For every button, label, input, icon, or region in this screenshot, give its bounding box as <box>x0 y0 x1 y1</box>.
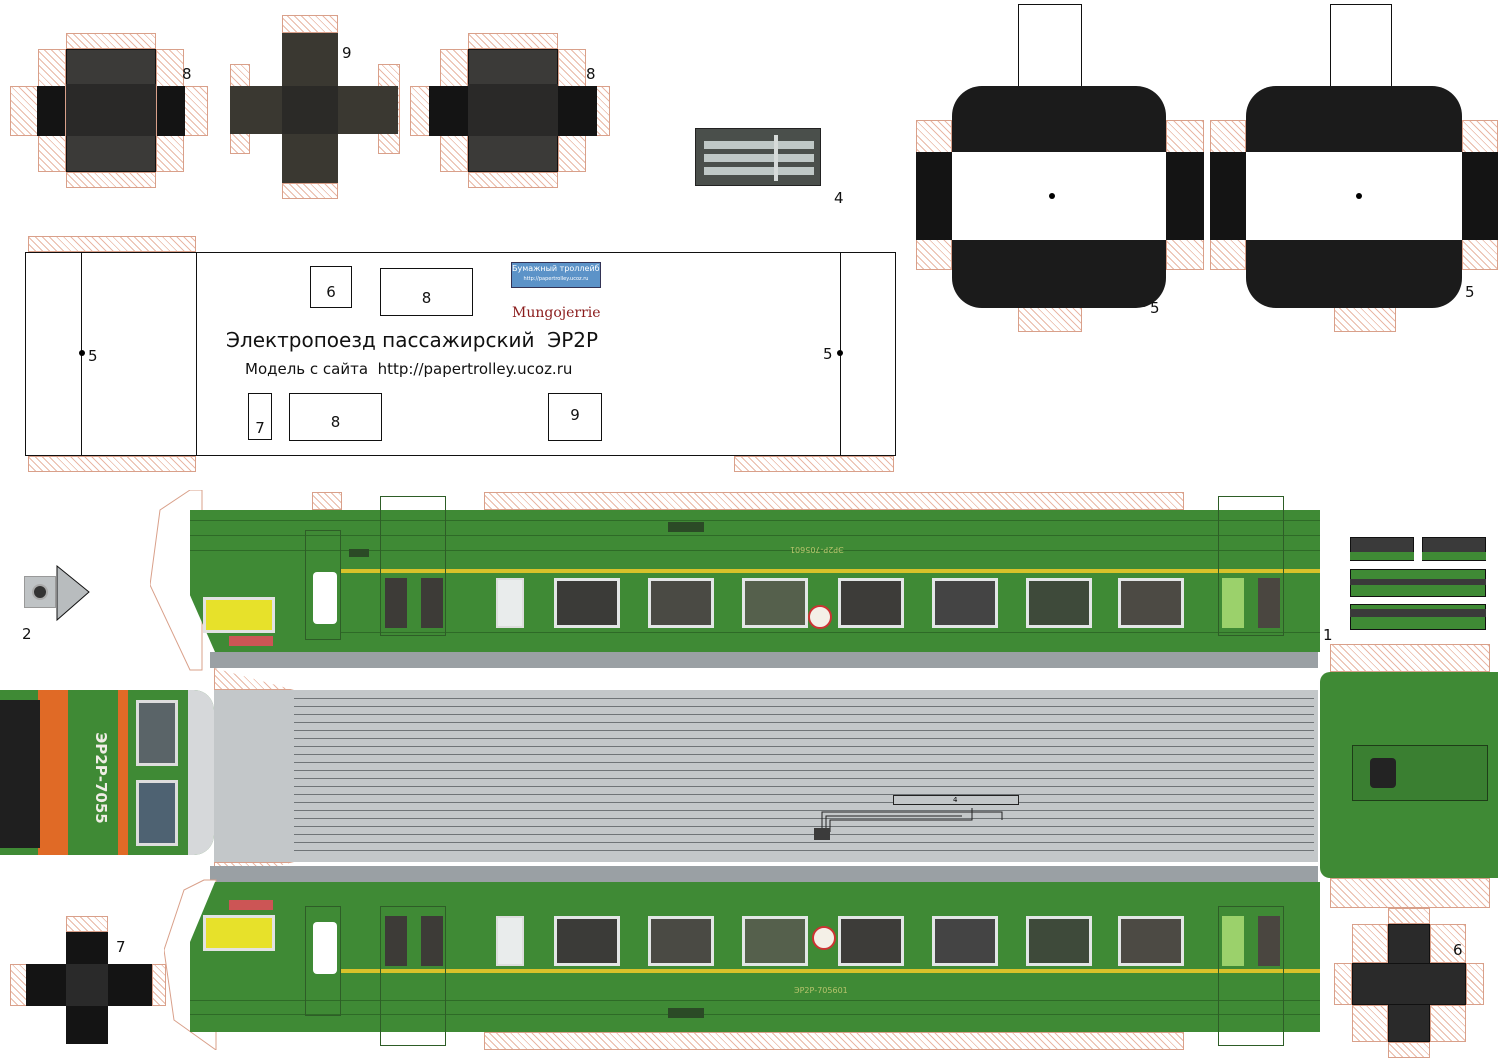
site-logo: Бумажный троллейбус http://papertrolley.… <box>511 262 601 288</box>
label-5a: 5 <box>1150 299 1160 317</box>
roof-rib-line <box>294 730 1314 731</box>
slot-9-label: 9 <box>570 406 580 424</box>
label-7: 7 <box>116 938 126 956</box>
slot-6-label: 6 <box>326 283 336 301</box>
roof-rib-line <box>294 826 1314 827</box>
roof-rib-line <box>294 778 1314 779</box>
label-5b: 5 <box>1465 283 1475 301</box>
car-marking-bottom: ЭР2Р-705601 <box>794 986 848 995</box>
pantograph-wire <box>814 808 1003 840</box>
logo-caption: Бумажный троллейбус <box>512 264 600 273</box>
cab-number: ЭР2Р-7055 <box>92 732 110 824</box>
slot-8-top-label: 8 <box>421 289 432 307</box>
brand-mark: Mungojerrie <box>512 305 601 321</box>
sheet-title: Электропоезд пассажирский ЭР2Р <box>226 328 599 352</box>
roof-rib-line <box>294 834 1314 835</box>
roof-rib-line <box>294 818 1314 819</box>
roof-rib-line <box>294 850 1314 851</box>
roof-part-4-label: 4 <box>953 796 958 804</box>
slot-7-label: 7 <box>255 419 265 437</box>
label-6: 6 <box>1453 941 1463 959</box>
label-1: 1 <box>1323 626 1333 644</box>
cab-flap-top <box>150 490 203 671</box>
roof-rib-line <box>294 794 1314 795</box>
slot-8-bottom-label: 8 <box>330 413 341 431</box>
sheet-subtitle: Модель с сайта http://papertrolley.ucoz.… <box>245 360 573 378</box>
roof-side-label-left: 5 <box>88 347 98 365</box>
roof-ribs <box>294 698 1314 858</box>
roof-rib-line <box>294 762 1314 763</box>
label-4: 4 <box>834 189 844 207</box>
label-8a: 8 <box>182 65 192 83</box>
roof-rib-line <box>294 754 1314 755</box>
roof-rib-line <box>294 770 1314 771</box>
roof-side-label-right: 5 <box>823 345 833 363</box>
label-8b: 8 <box>586 65 596 83</box>
roof-rib-line <box>294 802 1314 803</box>
roof-rib-line <box>294 722 1314 723</box>
roof-rib-line <box>294 842 1314 843</box>
roof-rib-line <box>294 738 1314 739</box>
car-marking-top: ЭР2Р-705601 <box>790 545 844 554</box>
roof-rib-line <box>294 746 1314 747</box>
roof-rib-line <box>294 706 1314 707</box>
label-9: 9 <box>342 44 352 62</box>
part-4 <box>695 128 821 186</box>
label-2: 2 <box>22 625 32 643</box>
roof-rib-line <box>294 786 1314 787</box>
logo-url: http://papertrolley.ucoz.ru <box>523 276 589 282</box>
roof-rib-line <box>294 810 1314 811</box>
roof-rib-line <box>294 698 1314 699</box>
roof-rib-line <box>294 714 1314 715</box>
